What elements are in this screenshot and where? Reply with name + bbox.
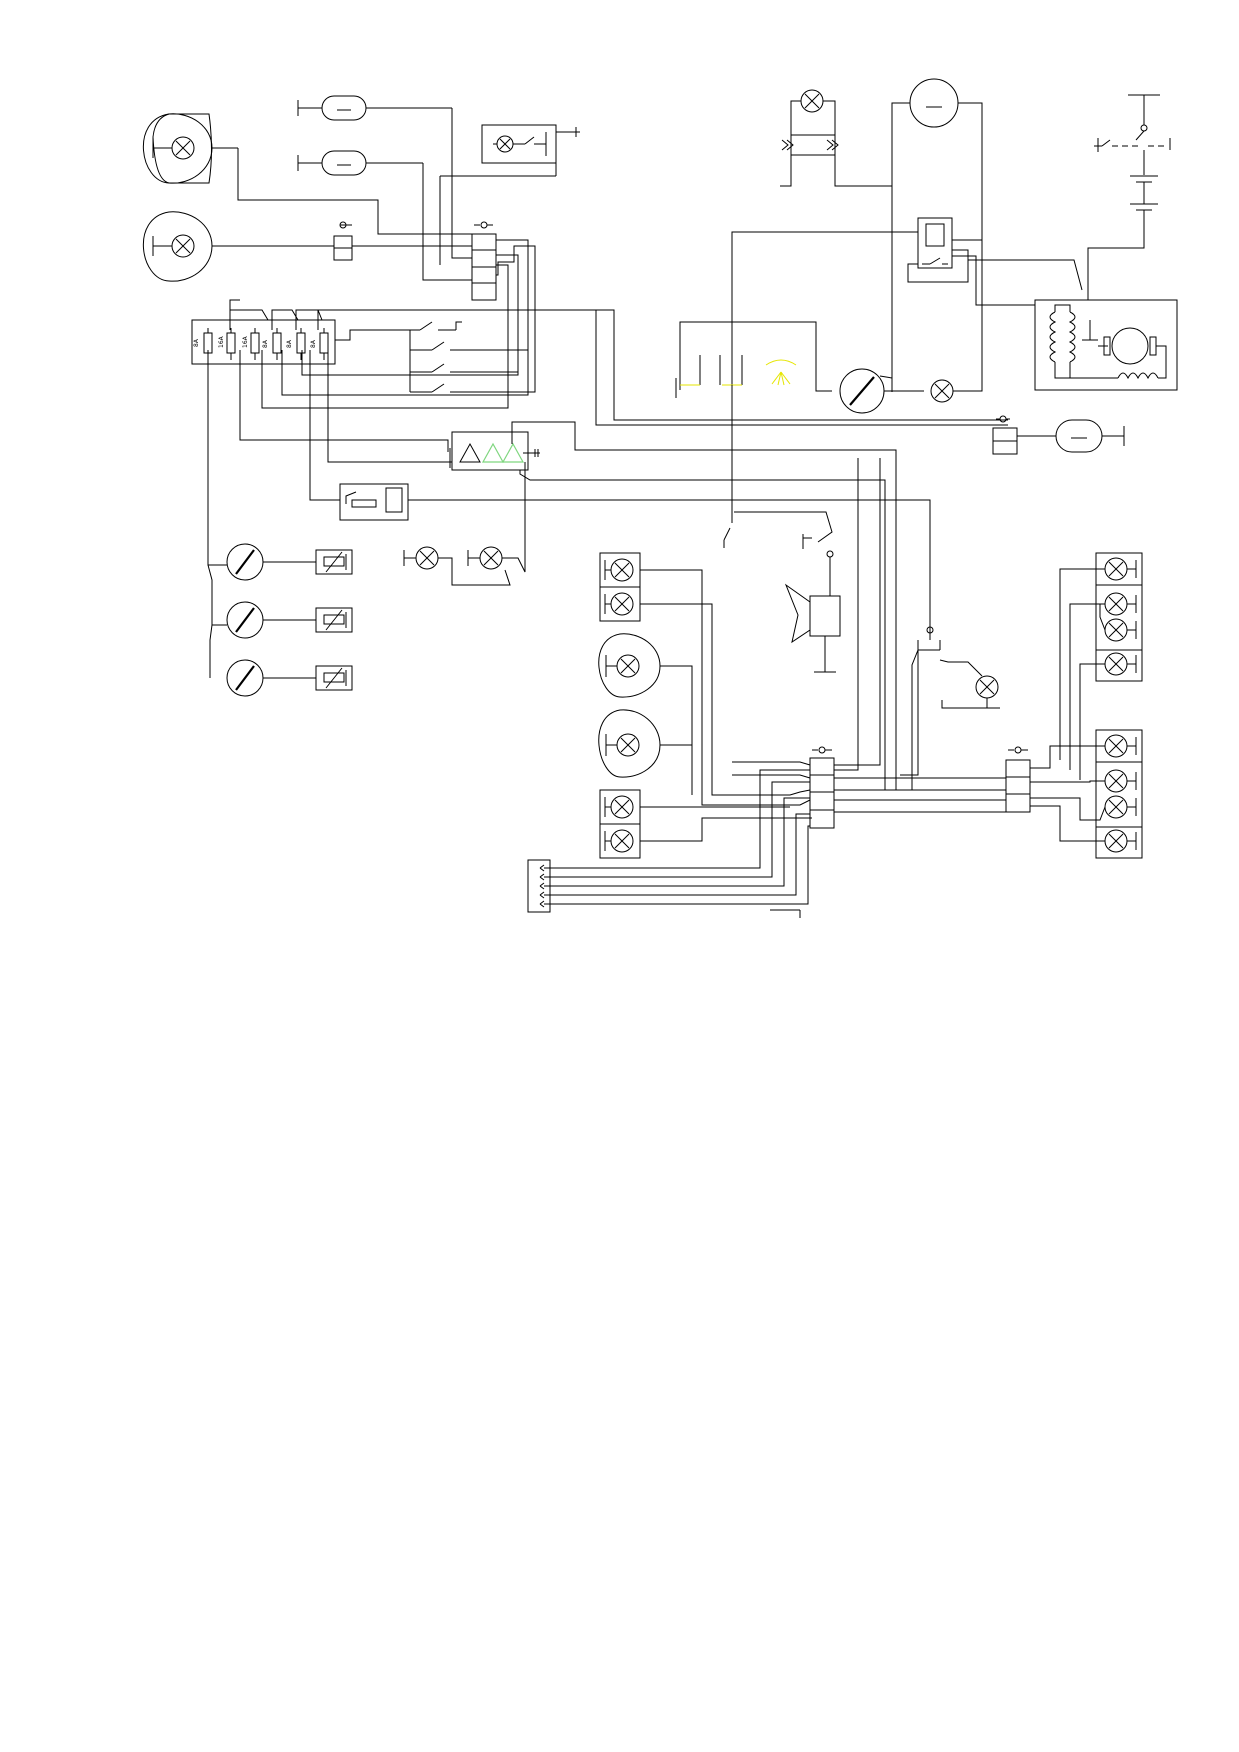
headlamp-lower — [143, 211, 213, 282]
headlamp-upper — [143, 113, 238, 184]
fuse-2-label: 16A — [218, 335, 225, 348]
connector-center — [471, 221, 497, 301]
fuse-3: 16A — [242, 328, 260, 360]
warning-lamp-icon — [467, 462, 526, 573]
brake-switch — [723, 511, 834, 596]
courtesy-lamp-icon — [975, 675, 999, 708]
fuse-2: 16A — [218, 328, 236, 360]
relay-top-right — [731, 188, 1083, 392]
spark-plugs — [675, 355, 797, 398]
door-switch — [900, 626, 1000, 790]
lamp-cluster-lower — [599, 789, 641, 859]
warning-lights-unit — [239, 350, 897, 790]
relay — [309, 350, 931, 640]
gauge-fuel — [226, 543, 353, 581]
lamp-cluster-upper — [599, 552, 641, 622]
interior-lamp-icon — [439, 124, 580, 265]
connector-front — [809, 746, 835, 829]
headlamp-front-1 — [598, 633, 661, 698]
starter-assembly — [1034, 299, 1178, 391]
connector-left — [333, 221, 353, 261]
horn-icon — [784, 583, 841, 673]
trailer-socket — [527, 769, 810, 918]
ignition-warning-lamp — [930, 240, 983, 403]
warning-lamp-icon — [403, 546, 511, 586]
fuse-6-label: 8A — [310, 339, 317, 348]
gauge-oil — [226, 659, 353, 697]
battery-icon — [1087, 175, 1158, 300]
fuse-box: 8A 16A 16A 8A 8A 8A — [191, 299, 1008, 421]
fuse-3-label: 16A — [242, 335, 249, 348]
fuse-5: 8A — [286, 328, 306, 360]
motor-icon — [297, 95, 452, 121]
ignition-switch — [1094, 94, 1171, 175]
fuse-5-label: 8A — [286, 339, 293, 348]
fuse-4: 8A — [262, 328, 282, 360]
fuse-4-label: 8A — [262, 339, 269, 348]
headlamp-front-2 — [598, 709, 661, 778]
motor-icon — [891, 78, 983, 241]
fuse-6: 8A — [310, 328, 329, 360]
rear-cluster-lower — [1030, 729, 1143, 859]
charging-gauge — [679, 321, 924, 414]
dual-lamp-unit — [780, 89, 892, 187]
light-switches — [335, 321, 535, 393]
rear-cluster-upper — [1059, 552, 1143, 780]
connector-rear — [1005, 746, 1031, 813]
fuse-1: 8A — [193, 328, 213, 360]
fuse-1-label: 8A — [193, 338, 200, 347]
connector-right-top — [992, 415, 1018, 455]
gauge-temperature — [226, 601, 353, 639]
motor-icon — [297, 150, 423, 176]
motor-icon — [1017, 419, 1125, 453]
